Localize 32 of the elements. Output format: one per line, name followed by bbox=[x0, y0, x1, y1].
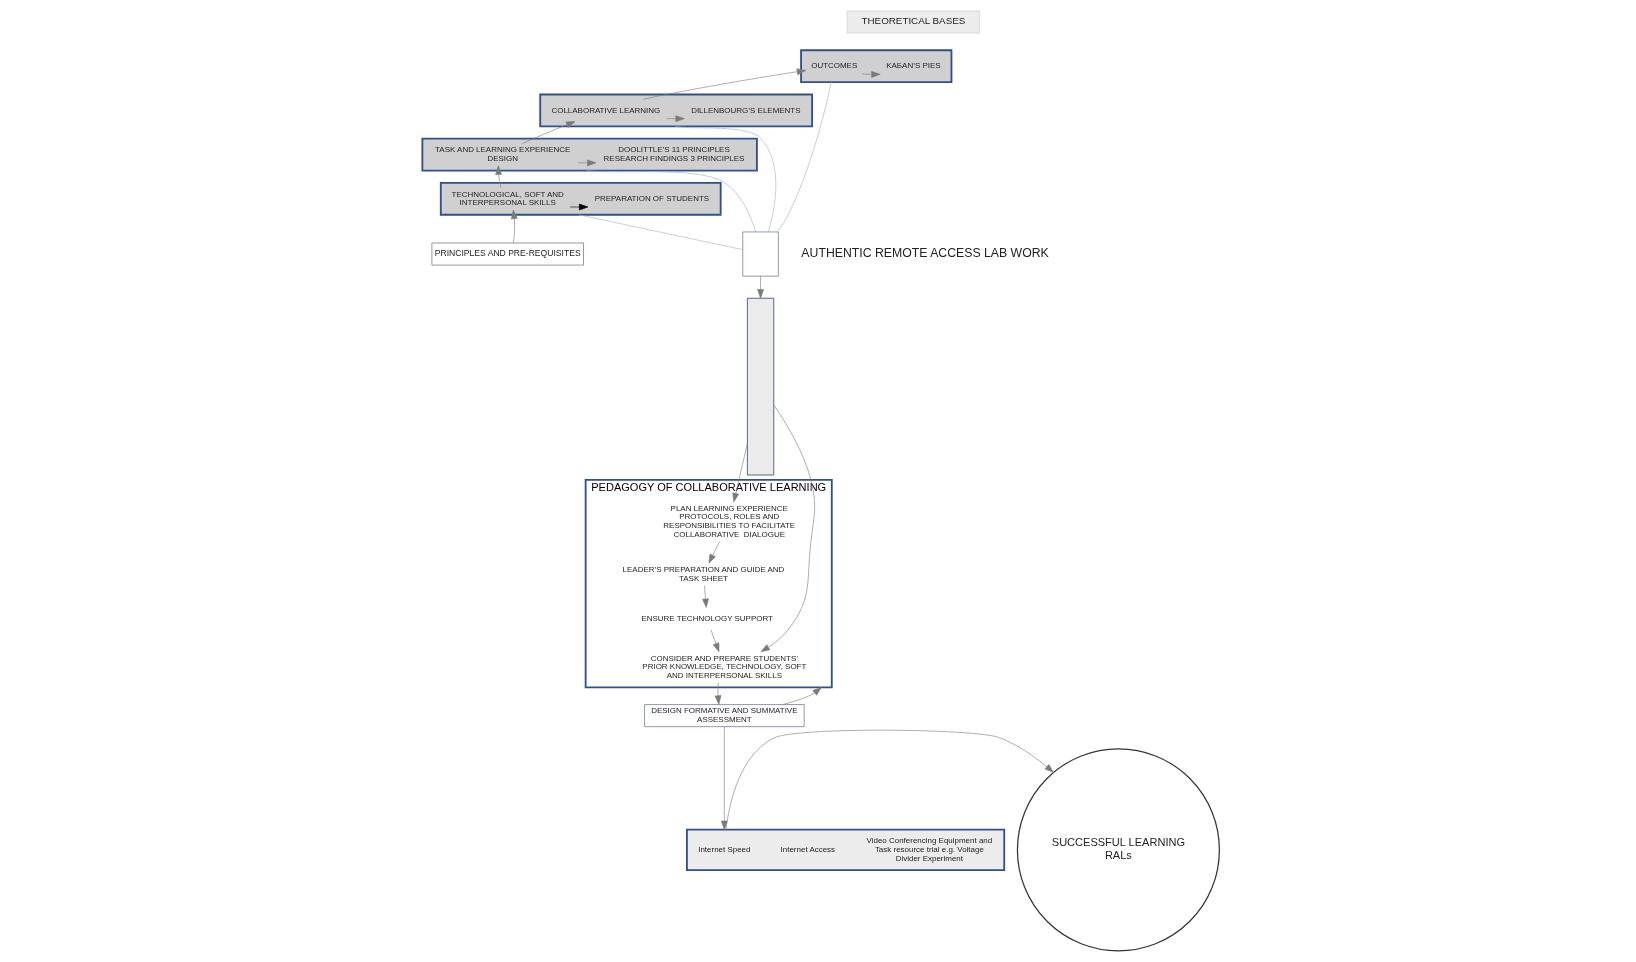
arrow bbox=[756, 276, 764, 299]
arrow bbox=[710, 629, 719, 653]
cluster bbox=[420, 137, 758, 172]
arrow bbox=[731, 443, 748, 503]
arrow bbox=[720, 726, 728, 830]
connector bbox=[578, 214, 743, 250]
node-bar bbox=[746, 297, 774, 476]
arrow bbox=[642, 68, 806, 100]
arrow bbox=[781, 687, 822, 705]
arrow bbox=[701, 585, 709, 608]
connector bbox=[674, 126, 776, 233]
arrow bbox=[494, 165, 502, 188]
arrow bbox=[666, 115, 685, 122]
arrow bbox=[714, 682, 721, 705]
cluster bbox=[799, 49, 952, 84]
arrow bbox=[725, 729, 1054, 830]
connector bbox=[776, 81, 831, 233]
arrow bbox=[708, 541, 720, 564]
connector bbox=[586, 170, 756, 233]
node-circle: SUCCESSFUL LEARNING RALs bbox=[1016, 748, 1220, 952]
cluster bbox=[439, 181, 722, 216]
arrow bbox=[577, 159, 596, 167]
node-box bbox=[741, 231, 779, 277]
node-box: THEORETICAL BASES bbox=[846, 10, 980, 34]
arrow bbox=[861, 71, 881, 78]
arrow bbox=[510, 209, 518, 244]
node-box: PRINCIPLES AND PRE-REQUISITES bbox=[431, 242, 584, 266]
arrow bbox=[521, 121, 575, 144]
arrow bbox=[569, 203, 588, 211]
label: AUTHENTIC REMOTE ACCESS LAB WORK bbox=[800, 246, 1049, 261]
arrow bbox=[760, 404, 815, 653]
cluster bbox=[685, 828, 1005, 872]
